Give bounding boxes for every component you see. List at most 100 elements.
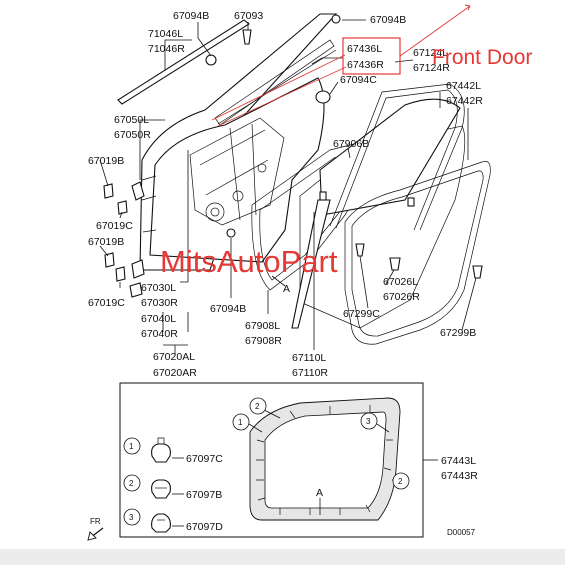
grommet-67094c: [315, 90, 331, 104]
leader-71046: [164, 39, 192, 70]
clip-67299b: [472, 265, 483, 279]
inset-callout-3-num: 3: [366, 417, 371, 426]
label-71046r: 71046R: [148, 43, 185, 55]
regulator-motor-hub: [210, 207, 220, 217]
leader-67019b-b: [99, 245, 109, 257]
label-67097b: 67097B: [186, 489, 222, 501]
inset-callout-2-right-num: 2: [398, 477, 403, 486]
leader-67030: [180, 150, 189, 283]
label-67908r: 67908R: [245, 335, 282, 347]
label-67020al: 67020AL: [153, 351, 195, 363]
label-67094b-top: 67094B: [173, 10, 209, 22]
diagram-code: D00057: [447, 528, 476, 537]
window-glass: [319, 98, 461, 216]
leader-a-main: [271, 275, 286, 287]
window-channel: [214, 39, 335, 126]
highlight-pointer-tip: [464, 4, 471, 11]
leader-lines: [99, 19, 477, 356]
bolt-67019b-lower: [104, 252, 115, 268]
door-weatherstrip: [344, 160, 491, 345]
plug-67094b-top: [205, 54, 217, 66]
label-67093: 67093: [234, 10, 263, 22]
label-67030r: 67030R: [141, 297, 178, 309]
channel-clip-2: [319, 191, 327, 201]
label-71046l: 71046L: [148, 28, 183, 40]
regulator-motor: [205, 202, 225, 222]
fr-arrow-head: [87, 531, 97, 541]
leader-67299c: [359, 255, 369, 309]
label-67110r: 67110R: [292, 367, 328, 379]
hinge-67040: [129, 282, 143, 298]
door-weatherstrip-inner: [351, 170, 484, 337]
leader-67019c-a: [119, 211, 123, 219]
inset-callout2-leader-top: [263, 409, 281, 419]
leader-67094c: [329, 81, 339, 95]
label-67124l: 67124L: [413, 47, 448, 59]
clip-67097c-stem: [157, 437, 165, 444]
label-67094b-mid: 67094B: [210, 303, 246, 315]
label-67019c-b: 67019C: [88, 297, 125, 309]
label-67097d: 67097D: [186, 521, 223, 533]
leader-67026: [385, 269, 395, 285]
label-67442l: 67442L: [446, 80, 481, 92]
label-67299b: 67299B: [440, 327, 476, 339]
regulator-pulley-2: [257, 163, 267, 173]
inset-callout1-leader: [248, 423, 263, 433]
inset-label-a: A: [316, 487, 323, 499]
label-a-main: A: [283, 283, 290, 295]
bolt-67019b-upper: [103, 183, 114, 199]
label-67443l: 67443L: [441, 455, 476, 467]
label-67019c-a: 67019C: [96, 220, 133, 232]
label-67094b-right: 67094B: [370, 14, 406, 26]
label-67908l: 67908L: [245, 320, 280, 332]
fr-label: FR: [90, 517, 101, 526]
inset-detail: A 1 2 3 2 1 2 3 67097C 67097B 6709: [119, 382, 438, 538]
plug-67094b-right: [331, 14, 341, 24]
clip-67097d: [151, 513, 171, 533]
regulator-rails: [199, 123, 269, 221]
leader-67040-bracket: [162, 312, 189, 346]
label-67040r: 67040R: [141, 328, 178, 340]
hinge-marks: [141, 175, 157, 233]
leader-67436: [311, 57, 343, 65]
legend-callout-3: [123, 508, 141, 526]
leader-67019b-a: [99, 159, 109, 187]
window-channel-line: [217, 49, 337, 125]
label-67020ar: 67020AR: [153, 367, 197, 379]
plug-67094b-mid: [226, 228, 236, 238]
belt-molding-strip: [117, 19, 250, 105]
leader-67124: [394, 59, 414, 63]
inset-callout-3: [360, 412, 378, 430]
opening-weatherstrip: [299, 125, 466, 329]
label-67050l: 67050L: [114, 114, 149, 126]
inset-callout3-leader: [376, 423, 390, 433]
highlight-leader-line: [211, 54, 346, 121]
legend-callout-2: [123, 474, 141, 492]
label-67094c: 67094C: [340, 74, 377, 86]
label-67442r: 67442R: [446, 95, 483, 107]
inset-callout-1: [232, 413, 250, 431]
bolt-67019c-upper: [117, 200, 128, 215]
leader-67050: [139, 119, 165, 180]
door-exploded-view: [103, 13, 491, 345]
watermark-text: MitsAutoPart: [160, 244, 338, 279]
inset-callout-1-num: 1: [238, 418, 243, 427]
clip-67026: [389, 257, 401, 271]
hinge-67030: [131, 259, 145, 279]
label-67030l: 67030L: [141, 282, 176, 294]
label-67436l: 67436L: [347, 43, 382, 55]
legend-callout-1: [123, 437, 141, 455]
label-67040l: 67040L: [141, 313, 176, 325]
legend-callout-1-num: 1: [129, 442, 134, 451]
clip-67299c: [355, 243, 365, 257]
label-67097c: 67097C: [186, 453, 223, 465]
inset-callout-2-top: [249, 397, 267, 415]
screw-67093: [242, 29, 252, 45]
label-67906b: 67906B: [333, 138, 369, 150]
label-67436r: 67436R: [347, 59, 384, 71]
label-67019b-a: 67019B: [88, 155, 124, 167]
bolt-67019c-lower: [115, 266, 126, 282]
label-67026l: 67026L: [383, 276, 418, 288]
clip-67097b: [151, 479, 171, 499]
